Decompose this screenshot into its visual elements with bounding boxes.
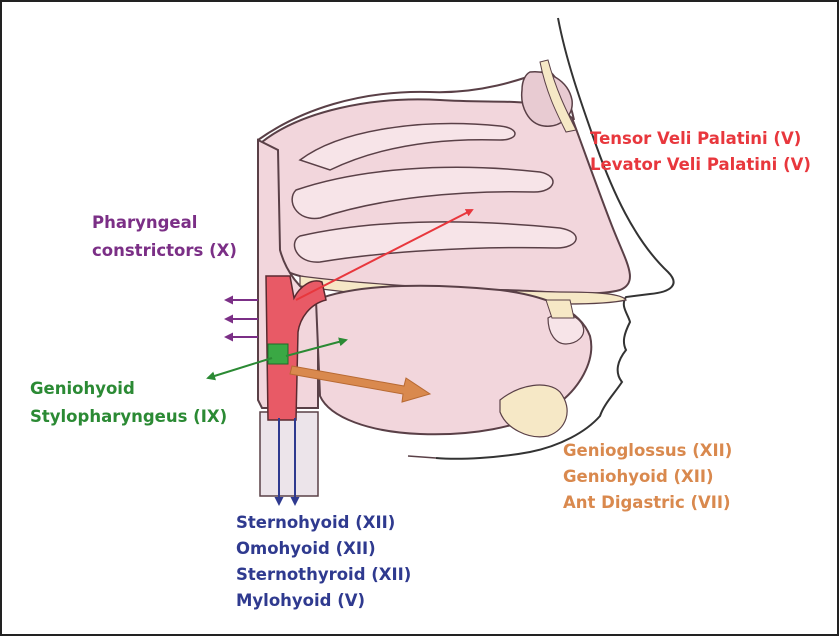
label-red-line-2: Levator Veli Palatini (V) [590,154,811,176]
label-red-line-1: Tensor Veli Palatini (V) [590,128,811,150]
label-purple-line-1: Pharyngeal [92,212,237,234]
label-blue: Sternohyoid (XII) Omohyoid (XII) Sternot… [236,512,411,612]
label-blue-line-4: Mylohyoid (V) [236,590,411,612]
label-green-line-1: Geniohyoid [30,378,227,400]
stylopharyngeus-marker [268,344,288,364]
label-purple-line-2: constrictors (X) [92,240,237,262]
label-blue-line-3: Sternothyroid (XII) [236,564,411,586]
label-orange-line-1: Genioglossus (XII) [563,440,732,462]
label-orange-line-3: Ant Digastric (VII) [563,492,732,514]
label-orange-line-2: Geniohyoid (XII) [563,466,732,488]
label-green-line-2: Stylopharyngeus (IX) [30,406,227,428]
label-orange: Genioglossus (XII) Geniohyoid (XII) Ant … [563,440,732,514]
label-blue-line-2: Omohyoid (XII) [236,538,411,560]
trachea-column [260,412,318,496]
label-green: Geniohyoid Stylopharyngeus (IX) [30,378,227,428]
mandible [500,385,567,437]
label-red: Tensor Veli Palatini (V) Levator Veli Pa… [590,128,811,176]
neck-line [408,456,436,458]
label-purple: Pharyngeal constrictors (X) [92,212,237,262]
label-blue-line-1: Sternohyoid (XII) [236,512,411,534]
